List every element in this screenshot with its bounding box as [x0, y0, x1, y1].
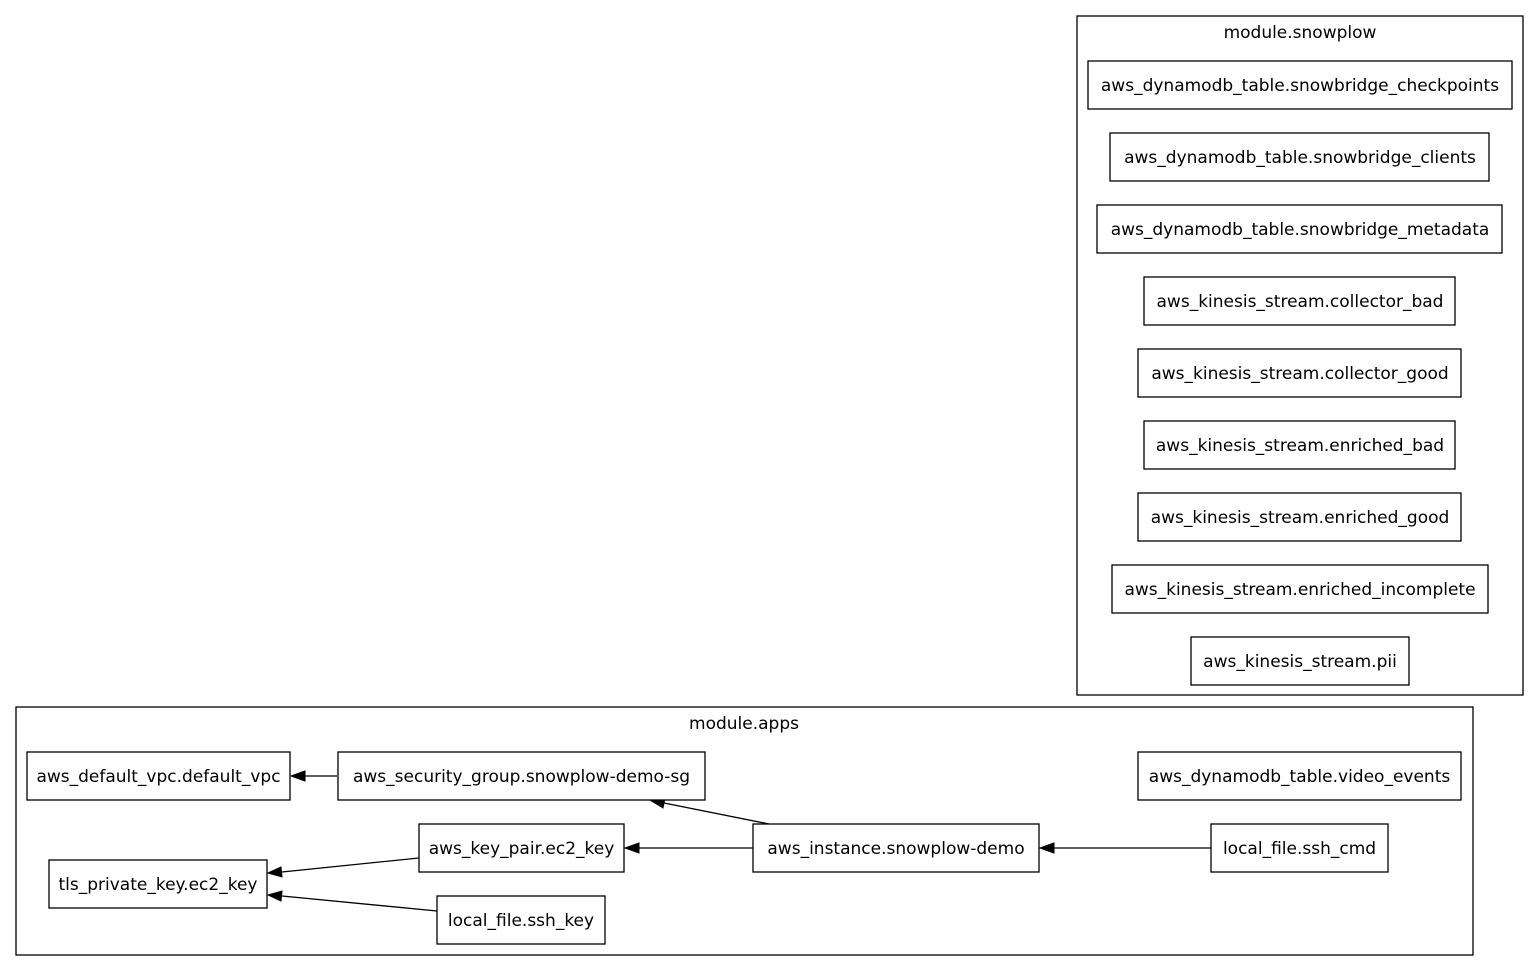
edge-security-group-to-default-vpc [289, 770, 337, 782]
node-kinesis-collector-bad[interactable]: aws_kinesis_stream.collector_bad [1143, 276, 1456, 326]
node-ssh-cmd[interactable]: local_file.ssh_cmd [1210, 823, 1389, 873]
node-ddb-snowbridge-checkpoints[interactable]: aws_dynamodb_table.snowbridge_checkpoint… [1087, 60, 1513, 110]
node-label: aws_dynamodb_table.snowbridge_checkpoint… [1101, 76, 1499, 96]
node-label: aws_dynamodb_table.video_events [1149, 767, 1451, 787]
node-label: tls_private_key.ec2_key [59, 875, 258, 895]
cluster-label-snowplow: module.snowplow [1224, 23, 1377, 43]
node-kinesis-collector-good[interactable]: aws_kinesis_stream.collector_good [1137, 348, 1462, 398]
node-label: local_file.ssh_cmd [1223, 839, 1376, 859]
node-label: aws_default_vpc.default_vpc [36, 767, 280, 787]
edge-ssh-key-to-tls-key [266, 890, 438, 912]
node-label: aws_security_group.snowplow-demo-sg [353, 767, 690, 787]
node-label: aws_kinesis_stream.enriched_good [1151, 508, 1450, 528]
node-label: local_file.ssh_key [448, 911, 594, 931]
node-instance[interactable]: aws_instance.snowplow-demo [752, 823, 1040, 873]
node-label: aws_kinesis_stream.collector_good [1151, 364, 1448, 384]
cluster-label-apps: module.apps [689, 714, 799, 734]
node-label: aws_kinesis_stream.pii [1203, 652, 1397, 672]
node-label: aws_key_pair.ec2_key [429, 839, 615, 859]
node-kinesis-enriched-good[interactable]: aws_kinesis_stream.enriched_good [1137, 492, 1462, 542]
edge-ssh-cmd-to-instance [1038, 842, 1211, 854]
node-label: aws_kinesis_stream.collector_bad [1157, 292, 1444, 312]
node-label: aws_dynamodb_table.snowbridge_metadata [1111, 220, 1490, 240]
node-kinesis-enriched-incomplete[interactable]: aws_kinesis_stream.enriched_incomplete [1111, 564, 1489, 614]
node-key-pair[interactable]: aws_key_pair.ec2_key [418, 823, 625, 873]
edge-key-pair-to-tls-key [266, 857, 420, 878]
edges [266, 770, 1211, 912]
node-label: aws_dynamodb_table.snowbridge_clients [1124, 148, 1476, 168]
node-label: aws_kinesis_stream.enriched_incomplete [1124, 580, 1475, 600]
node-kinesis-enriched-bad[interactable]: aws_kinesis_stream.enriched_bad [1143, 420, 1456, 470]
node-label: aws_kinesis_stream.enriched_bad [1156, 436, 1444, 456]
node-ssh-key[interactable]: local_file.ssh_key [436, 895, 606, 945]
node-kinesis-pii[interactable]: aws_kinesis_stream.pii [1190, 636, 1410, 686]
node-label: aws_instance.snowplow-demo [767, 839, 1024, 859]
node-default-vpc[interactable]: aws_default_vpc.default_vpc [26, 751, 291, 801]
node-ddb-snowbridge-clients[interactable]: aws_dynamodb_table.snowbridge_clients [1109, 132, 1490, 182]
node-ddb-snowbridge-metadata[interactable]: aws_dynamodb_table.snowbridge_metadata [1096, 204, 1503, 254]
node-tls-private-key[interactable]: tls_private_key.ec2_key [48, 859, 268, 909]
node-security-group[interactable]: aws_security_group.snowplow-demo-sg [337, 751, 706, 801]
node-ddb-video-events[interactable]: aws_dynamodb_table.video_events [1137, 751, 1462, 801]
edge-instance-to-key-pair [623, 842, 753, 854]
